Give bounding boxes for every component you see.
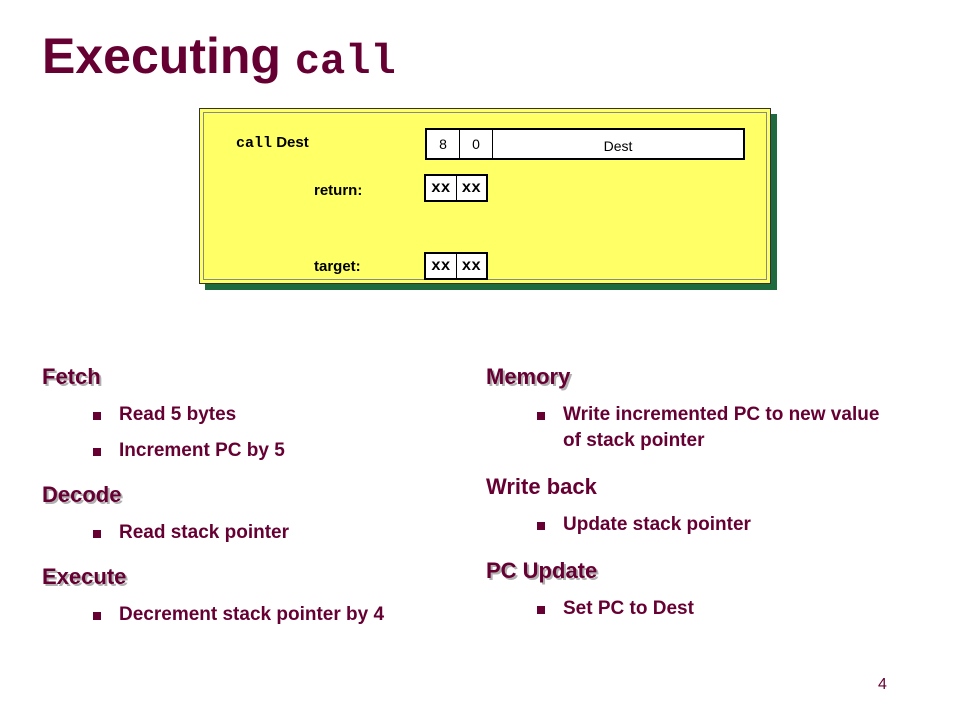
bullet-square-icon bbox=[537, 606, 545, 614]
list-item: Write incremented PC to new value of sta… bbox=[486, 402, 886, 454]
list-item: Read 5 bytes bbox=[42, 402, 442, 428]
execute-list: Decrement stack pointer by 4 bbox=[42, 602, 442, 628]
memory-list: Write incremented PC to new value of sta… bbox=[486, 402, 886, 454]
bullet-square-icon bbox=[537, 412, 545, 420]
title-text: Executing bbox=[42, 28, 295, 84]
bullet-square-icon bbox=[93, 448, 101, 456]
bullet-square-icon bbox=[93, 412, 101, 420]
return-byte-1: xx bbox=[461, 179, 481, 197]
right-column: Memory Write incremented PC to new value… bbox=[486, 364, 906, 622]
fetch-list: Read 5 bytes Increment PC by 5 bbox=[42, 402, 442, 464]
pcupdate-list: Set PC to Dest bbox=[486, 596, 906, 622]
list-item: Update stack pointer bbox=[486, 512, 906, 538]
target-word: xx xx bbox=[424, 252, 488, 280]
instruction-encoding: 8 0 Dest bbox=[425, 128, 745, 160]
bullet-square-icon bbox=[537, 522, 545, 530]
decode-list: Read stack pointer bbox=[42, 520, 442, 546]
instruction-label: call Dest bbox=[236, 134, 309, 152]
list-item: Set PC to Dest bbox=[486, 596, 906, 622]
target-byte-1: xx bbox=[461, 257, 481, 275]
writeback-heading: Write back bbox=[486, 474, 597, 499]
list-item: Read stack pointer bbox=[42, 520, 442, 546]
target-label: target: bbox=[314, 258, 361, 275]
target-byte-0: xx bbox=[426, 254, 457, 278]
encoding-byte-ifun: 0 bbox=[460, 130, 493, 158]
return-word: xx xx bbox=[424, 174, 488, 202]
list-item: Increment PC by 5 bbox=[42, 438, 442, 464]
left-column: Fetch Read 5 bytes Increment PC by 5 Dec… bbox=[42, 364, 442, 628]
return-byte-0: xx bbox=[426, 176, 457, 200]
instruction-code: call bbox=[236, 135, 273, 152]
memory-heading: Memory bbox=[486, 364, 571, 389]
page-number: 4 bbox=[878, 676, 887, 693]
list-item: Decrement stack pointer by 4 bbox=[42, 602, 442, 628]
bullet-square-icon bbox=[93, 530, 101, 538]
title-code: call bbox=[294, 38, 396, 86]
bullet-square-icon bbox=[93, 612, 101, 620]
decode-heading: Decode bbox=[42, 482, 122, 507]
fetch-heading: Fetch bbox=[42, 364, 101, 389]
execute-heading: Execute bbox=[42, 564, 127, 589]
encoding-dest: Dest bbox=[603, 138, 633, 154]
instruction-arg: Dest bbox=[276, 134, 309, 151]
pcupdate-heading: PC Update bbox=[486, 558, 598, 583]
return-label: return: bbox=[314, 182, 363, 199]
writeback-list: Update stack pointer bbox=[486, 512, 906, 538]
slide-title: Executing call bbox=[42, 26, 396, 87]
encoding-byte-icode: 8 bbox=[427, 130, 460, 158]
